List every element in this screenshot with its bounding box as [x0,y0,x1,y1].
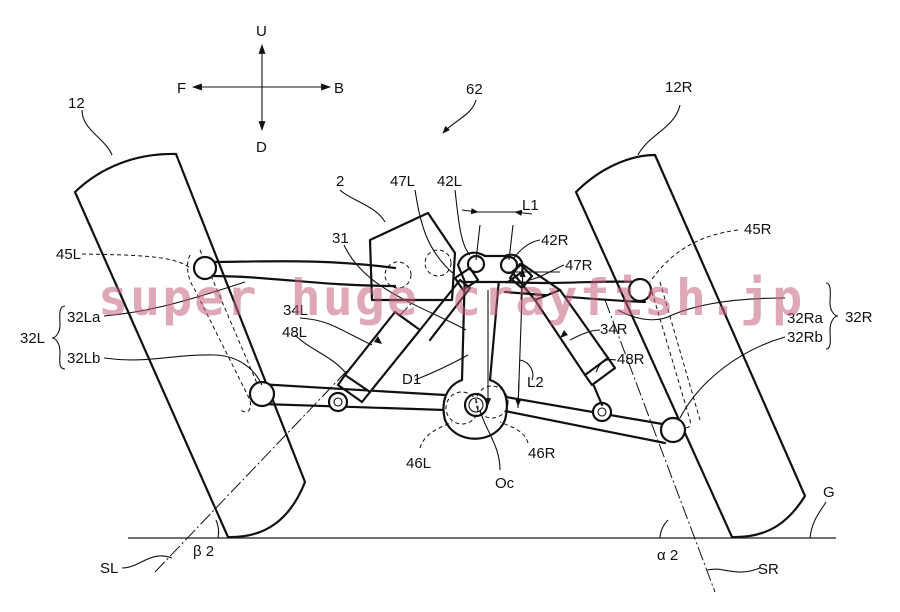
sr-label: SR [758,561,779,578]
pivot-47L-label: 47L [390,173,415,190]
bushing-46L-leader [419,421,453,449]
sl-label: SL [100,560,118,577]
left-lower-ball-joint [248,380,276,408]
arm-lower-right-leader [679,336,786,419]
direction-up-label: U [256,23,267,40]
arm-lower-right-label: 32Rb [787,329,823,346]
pivot-47L-leader [414,189,456,276]
pivot-42R-label: 42R [541,232,569,249]
shock-34L-leader [299,317,373,346]
left-wheel-label: 12 [68,95,85,112]
left-steering-axis [154,267,446,573]
knuckle-45L-leader [81,253,191,269]
rocker-link-label: 31 [332,230,349,247]
beta2-arc [215,519,220,539]
right-wheel-leader [637,104,681,156]
pivot-42R-leader [513,239,541,259]
direction-indicator: U D F B [177,23,344,156]
dim-d1-leader [414,354,469,381]
sr-leader [706,567,761,573]
arm-upper-left-label: 32La [67,309,101,326]
left-wheel: 12 [68,95,307,539]
bushing-46R-label: 46R [528,445,556,462]
arm-lower-left-leader [103,354,263,386]
body-frame-leader [339,189,386,223]
sl-leader [121,555,173,569]
right-lower-ball-joint [659,416,687,444]
dim-l2-label: L2 [527,374,544,391]
ground-leader [809,501,827,539]
pivot-42L-label: 42L [437,173,462,190]
pivot-47R-label: 47R [565,257,593,274]
body-frame: 2 [336,173,457,302]
assembly-label: 62 [466,81,483,98]
direction-backward-label: B [334,80,344,97]
shock-48L-label: 48L [282,324,307,341]
center-oc-label: Oc [495,475,515,492]
upper-arm-left [192,255,397,288]
shock-34R-label: 34R [600,321,628,338]
bushing-46R [475,385,509,419]
assembly-leader [442,99,477,134]
pivot-47R-leader [529,264,565,281]
right-wheel: 12R [574,79,807,539]
shock-34R-leader [569,329,601,341]
center-oc-leader [479,409,501,471]
ground-label: G [823,484,835,501]
shock-48R-leader [595,358,617,373]
arm-upper-right-label: 32Ra [787,310,824,327]
bushing-46R-leader [499,421,529,444]
beta2-label: β 2 [193,543,214,560]
dim-l1-label: L1 [522,197,539,214]
right-arm-brace [825,282,839,350]
left-arm-brace [51,305,66,370]
shock-absorber-left [327,266,480,413]
lower-arm-right [498,394,687,445]
right-wheel-label: 12R [665,79,693,96]
bushing-46L [445,391,479,425]
rocker-leader [343,244,467,331]
knuckle-45R-label: 45R [744,221,772,238]
left-wheel-leader [81,109,113,156]
left-upper-ball-joint [192,255,218,281]
direction-forward-label: F [177,80,186,97]
watermark: super huge crayfish.jp [98,269,804,327]
alpha2-arc [659,519,669,539]
dim-d1-label: D1 [402,371,421,388]
alpha2-label: α 2 [657,547,678,564]
left-knuckle [187,254,251,413]
shock-48L-leader [294,334,346,373]
shock-48R-label: 48R [617,351,645,368]
rocker-link: 31 [332,230,509,440]
right-steering-axis [604,299,716,593]
arm-lower-left-label: 32Lb [67,350,100,367]
right-upper-ball-joint [627,277,653,303]
knuckle-45R-leader [649,229,739,283]
pivot-42L-leader [454,189,471,256]
arm-upper-left-leader [103,281,246,317]
arm-upper-right-leader [617,297,786,321]
shock-absorber-right [508,262,617,423]
lower-arm-left [248,380,447,412]
bushing-46L-label: 46L [406,455,431,472]
left-shock-lower-eye [327,391,349,413]
knuckle-45L-label: 45L [56,246,81,263]
arm-group-right-label: 32R [845,309,873,326]
direction-down-label: D [256,139,267,156]
body-frame-label: 2 [336,173,344,190]
shock-34L-label: 34L [283,302,308,319]
rocker-pivot [463,392,489,418]
arm-group-left-label: 32L [20,330,45,347]
